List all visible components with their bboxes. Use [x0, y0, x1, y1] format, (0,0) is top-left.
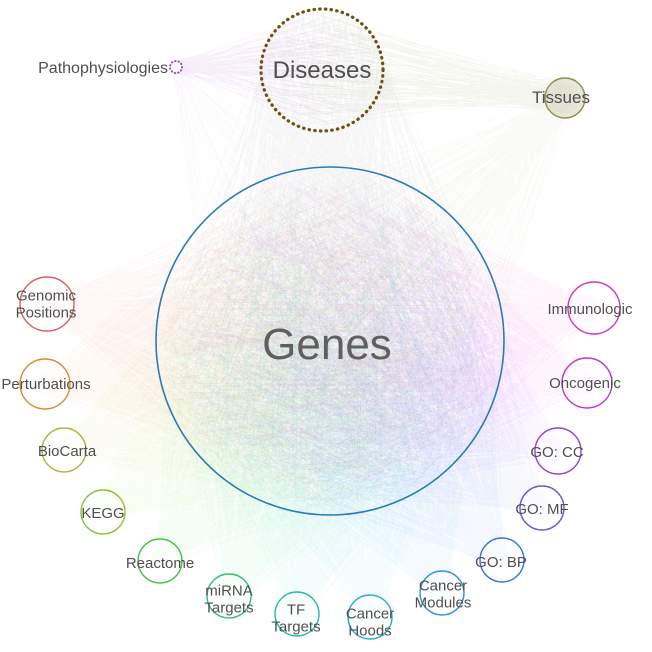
node-label-pathophysiologies: Pathophysiologies [38, 60, 168, 77]
edge-bundle-diseases-genes [164, 8, 491, 503]
node-genes[interactable] [155, 166, 505, 516]
node-go_bp[interactable] [479, 537, 525, 583]
node-reactome[interactable] [137, 538, 183, 584]
edge-bundle-perturbations-genes [34, 183, 491, 502]
node-perturbations[interactable] [19, 358, 71, 410]
label-layer: Genes Diseases PathophysiologiesTissuesGen… [1, 57, 633, 640]
node-tissues[interactable] [544, 77, 586, 119]
node-immunologic[interactable] [567, 281, 621, 335]
edge-bundle-biocarta-genes [54, 177, 498, 508]
node-label-genes: Genes [262, 320, 392, 369]
edge-bundle-cancer_hoods-genes [162, 179, 490, 627]
node-go_mf[interactable] [519, 485, 565, 531]
node-label-immunologic: Immunologic [547, 301, 633, 318]
edge-bundle-tissues-genes [176, 82, 582, 499]
node-label-diseases: Diseases [273, 57, 372, 84]
node-pathophysiologies[interactable] [169, 60, 183, 74]
node-label-perturbations: Perturbations [1, 376, 90, 393]
edge-bundle-go_cc-genes [181, 178, 568, 502]
node-label-go_bp: GO: BP [475, 554, 527, 571]
node-layer [19, 7, 621, 640]
node-oncogenic[interactable] [561, 357, 613, 409]
node-tf_targets[interactable] [274, 591, 320, 637]
node-biocarta[interactable] [41, 427, 87, 473]
node-cancer_hoods[interactable] [347, 594, 393, 640]
node-label-go_mf: GO: MF [515, 501, 568, 518]
node-cancer_modules[interactable] [419, 570, 465, 616]
node-kegg[interactable] [80, 489, 126, 535]
edge-bundle-genomic_positions-genes [34, 173, 495, 501]
edge-bundle-pathophysiologies-genes [170, 60, 457, 497]
node-label-oncogenic: Oncogenic [549, 375, 621, 392]
node-label-tissues: Tissues [532, 88, 590, 107]
edge-layer [34, 8, 606, 627]
node-mirna_targets[interactable] [206, 573, 252, 619]
edge-bundle-tf_targets-genes [164, 173, 495, 624]
edge-bundle-kegg-genes [92, 178, 495, 522]
node-label-biocarta: BioCarta [38, 443, 97, 460]
node-genomic_positions[interactable] [19, 276, 75, 332]
edge-bundle-reactome-genes [150, 178, 496, 572]
node-label-kegg: KEGG [81, 505, 124, 522]
node-label-go_cc: GO: CC [530, 444, 584, 461]
edge-bundle-mirna_targets-genes [162, 173, 496, 606]
edge-bundle-go_bp-genes [167, 177, 513, 570]
edge-bundle-tissues-diseases [266, 14, 581, 125]
edge-bundle-cancer_modules-genes [165, 173, 496, 603]
node-diseases[interactable] [259, 7, 385, 133]
node-go_cc[interactable] [534, 427, 582, 475]
node-label-reactome: Reactome [126, 555, 194, 572]
edge-bundle-oncogenic-genes [171, 181, 599, 509]
edge-bundle-go_mf-genes [161, 184, 552, 518]
